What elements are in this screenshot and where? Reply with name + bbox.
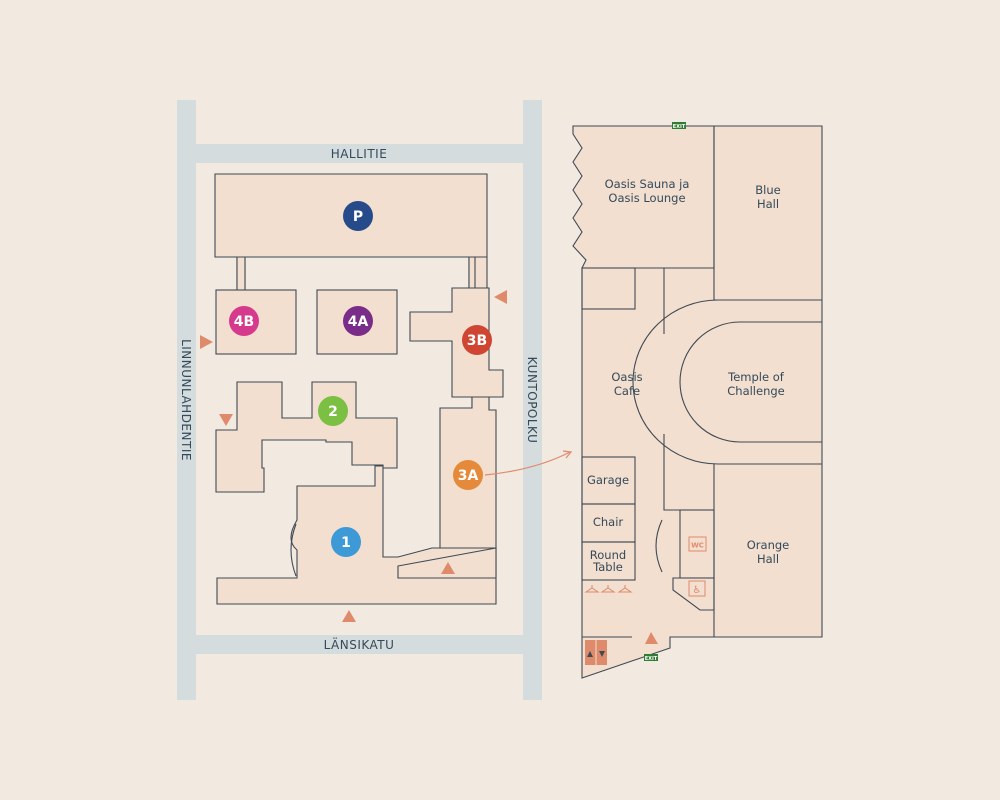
- exit-sign-top-label: EXIT: [673, 124, 686, 130]
- marker-p-label: P: [353, 209, 363, 225]
- marker-3b[interactable]: 3B: [462, 325, 492, 355]
- entrance-arrow-3a-corridor: [441, 562, 455, 574]
- building-2[interactable]: [215, 381, 398, 493]
- connector-p-4b: [236, 256, 246, 291]
- marker-3a[interactable]: 3A: [453, 460, 483, 490]
- elevator-down-icon: [599, 651, 605, 657]
- accessible-icon: ♿: [688, 580, 706, 597]
- exit-sign-top-bg: [672, 122, 686, 129]
- label-temple-line2: Challenge: [727, 384, 785, 398]
- room-temple-outer[interactable]: [632, 299, 822, 465]
- elevator-up-icon: [587, 651, 593, 657]
- marker-3a-label: 3A: [458, 468, 479, 484]
- marker-4b[interactable]: 4B: [229, 306, 259, 336]
- wc-icon-label: WC: [691, 542, 704, 550]
- room-accessible-wc[interactable]: [672, 577, 715, 611]
- coat-hanger-icon: [617, 585, 633, 593]
- exit-sign-bottom-label: EXIT: [645, 656, 658, 662]
- label-orange-hall-line1: Orange: [747, 538, 790, 552]
- door-arc: [655, 519, 663, 573]
- exit-sign-bottom-bg: [644, 654, 658, 661]
- street-north: [196, 144, 523, 163]
- entrance-arrow-south: [342, 610, 356, 622]
- marker-2-circle: [318, 396, 348, 426]
- exit-sign-top: EXIT: [672, 122, 686, 130]
- marker-p-circle: [343, 201, 373, 231]
- accessible-icon-glyph: ♿: [693, 585, 702, 596]
- street-label-west: LINNUNLAHDENTIE: [179, 339, 193, 461]
- label-temple-line1: Temple of: [727, 370, 785, 384]
- marker-3b-circle: [462, 325, 492, 355]
- wc-icon: WC: [688, 536, 707, 552]
- entrance-arrow-floor: [645, 632, 658, 644]
- marker-1-circle: [331, 527, 361, 557]
- label-blue-hall-line1: Blue: [755, 183, 780, 197]
- room-round-table[interactable]: [581, 541, 636, 581]
- accessible-icon-frame: [688, 580, 706, 597]
- marker-2[interactable]: 2: [318, 396, 348, 426]
- exit-sign-bottom: EXIT: [644, 654, 658, 662]
- marker-3b-label: 3B: [467, 333, 487, 349]
- label-oasis-sauna-line2: Oasis Lounge: [608, 191, 685, 205]
- street-label-south: LÄNSIKATU: [324, 637, 395, 652]
- marker-4a[interactable]: 4A: [343, 306, 373, 336]
- building-p[interactable]: [214, 173, 488, 289]
- entrance-arrow-west: [200, 335, 213, 349]
- label-round-table-line1: Round: [590, 548, 626, 562]
- marker-p[interactable]: P: [343, 201, 373, 231]
- street-south: [196, 635, 523, 654]
- marker-2-label: 2: [328, 404, 338, 420]
- pointer-line-3a: [484, 451, 571, 476]
- entrance-arrow-3b: [494, 290, 507, 304]
- wc-icon-frame: [688, 536, 707, 552]
- marker-3a-circle: [453, 460, 483, 490]
- label-blue-hall-line2: Hall: [757, 197, 779, 211]
- street-label-east: KUNTOPOLKU: [525, 357, 539, 444]
- marker-4a-label: 4A: [348, 314, 369, 330]
- street-west: [177, 100, 196, 700]
- coat-hanger-icons: [584, 585, 633, 593]
- building-1-corridor: [397, 547, 497, 579]
- label-chair: Chair: [593, 515, 624, 529]
- entrance-arrow-building-2: [219, 414, 233, 426]
- label-oasis-cafe-line1: Oasis: [611, 370, 642, 384]
- label-garage: Garage: [587, 473, 629, 487]
- marker-1-label: 1: [341, 535, 351, 551]
- coat-hanger-icon: [584, 585, 600, 593]
- marker-1[interactable]: 1: [331, 527, 361, 557]
- marker-4b-circle: [229, 306, 259, 336]
- label-oasis-sauna-line1: Oasis Sauna ja: [605, 177, 690, 191]
- street-label-north: HALLITIE: [331, 147, 388, 161]
- label-oasis-cafe-line2: Cafe: [614, 384, 640, 398]
- room-storage-box[interactable]: [581, 267, 636, 310]
- marker-4a-circle: [343, 306, 373, 336]
- marker-4b-label: 4B: [234, 314, 254, 330]
- building-1-curve: [290, 523, 297, 577]
- connector-p-3b: [468, 256, 476, 291]
- site-map: HALLITIE LÄNSIKATU LINNUNLAHDENTIE KUNTO…: [177, 100, 573, 700]
- coat-hanger-icon: [600, 585, 616, 593]
- building-3b[interactable]: [409, 287, 504, 411]
- pointer-arrowhead-3a: [562, 450, 573, 459]
- room-temple-inner: [679, 321, 822, 443]
- label-round-table-line2: Table: [592, 560, 623, 574]
- street-east: [523, 100, 542, 700]
- label-orange-hall-line2: Hall: [757, 552, 779, 566]
